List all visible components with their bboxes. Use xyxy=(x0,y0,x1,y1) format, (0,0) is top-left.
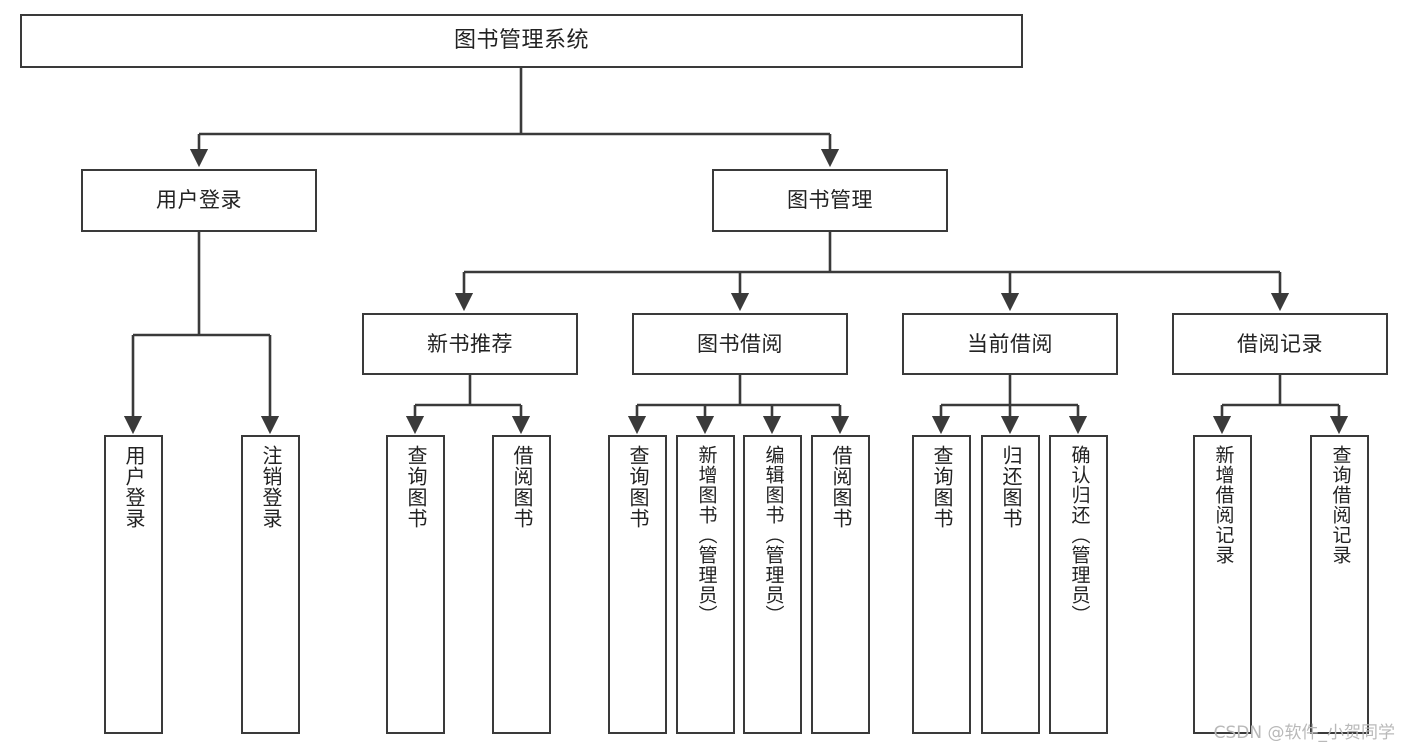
node-label: 用户登录 xyxy=(122,445,146,529)
node-current-borrow[interactable]: 当前借阅 xyxy=(902,313,1118,375)
node-label: 注销登录 xyxy=(259,445,283,529)
leaf-recommend-borrow-book[interactable]: 借阅图书 xyxy=(492,435,551,734)
leaf-borrow-borrow-book[interactable]: 借阅图书 xyxy=(811,435,870,734)
leaf-user-login-login[interactable]: 用户登录 xyxy=(104,435,163,734)
leaf-borrow-edit-book-admin[interactable]: 编辑图书（管理员） xyxy=(743,435,802,734)
node-borrow-record[interactable]: 借阅记录 xyxy=(1172,313,1388,375)
node-label: 编辑图书（管理员） xyxy=(762,445,785,625)
node-label: 图书管理 xyxy=(787,188,873,213)
leaf-current-confirm-return-admin[interactable]: 确认归还（管理员） xyxy=(1049,435,1108,734)
node-user-login[interactable]: 用户登录 xyxy=(81,169,317,232)
node-label: 查询图书 xyxy=(930,445,954,529)
node-label: 确认归还（管理员） xyxy=(1068,445,1091,625)
node-book-borrow[interactable]: 图书借阅 xyxy=(632,313,848,375)
node-label: 当前借阅 xyxy=(967,331,1053,356)
leaf-record-query-record[interactable]: 查询借阅记录 xyxy=(1310,435,1369,734)
node-label: 新增图书（管理员） xyxy=(695,445,718,625)
node-label: 查询图书 xyxy=(404,445,428,529)
leaf-borrow-add-book-admin[interactable]: 新增图书（管理员） xyxy=(676,435,735,734)
leaf-current-return-book[interactable]: 归还图书 xyxy=(981,435,1040,734)
leaf-record-add-record[interactable]: 新增借阅记录 xyxy=(1193,435,1252,734)
leaf-current-query-book[interactable]: 查询图书 xyxy=(912,435,971,734)
node-label: 借阅图书 xyxy=(829,445,853,529)
leaf-recommend-query-book[interactable]: 查询图书 xyxy=(386,435,445,734)
node-new-book-recommend[interactable]: 新书推荐 xyxy=(362,313,578,375)
node-label: 借阅记录 xyxy=(1237,331,1323,356)
node-label: 新书推荐 xyxy=(427,331,513,356)
node-label: 查询借阅记录 xyxy=(1329,445,1352,565)
csdn-watermark: CSDN @软件_小贺同学 xyxy=(1213,723,1395,743)
node-label: 查询图书 xyxy=(626,445,650,529)
leaf-borrow-query-book[interactable]: 查询图书 xyxy=(608,435,667,734)
node-label: 用户登录 xyxy=(156,188,242,213)
node-label: 新增借阅记录 xyxy=(1212,445,1235,565)
leaf-user-login-logout[interactable]: 注销登录 xyxy=(241,435,300,734)
node-label: 归还图书 xyxy=(999,445,1023,529)
node-label: 图书借阅 xyxy=(697,331,783,356)
node-book-management[interactable]: 图书管理 xyxy=(712,169,948,232)
node-root-system[interactable]: 图书管理系统 xyxy=(20,14,1023,68)
node-label: 图书管理系统 xyxy=(453,27,589,53)
node-label: 借阅图书 xyxy=(510,445,534,529)
